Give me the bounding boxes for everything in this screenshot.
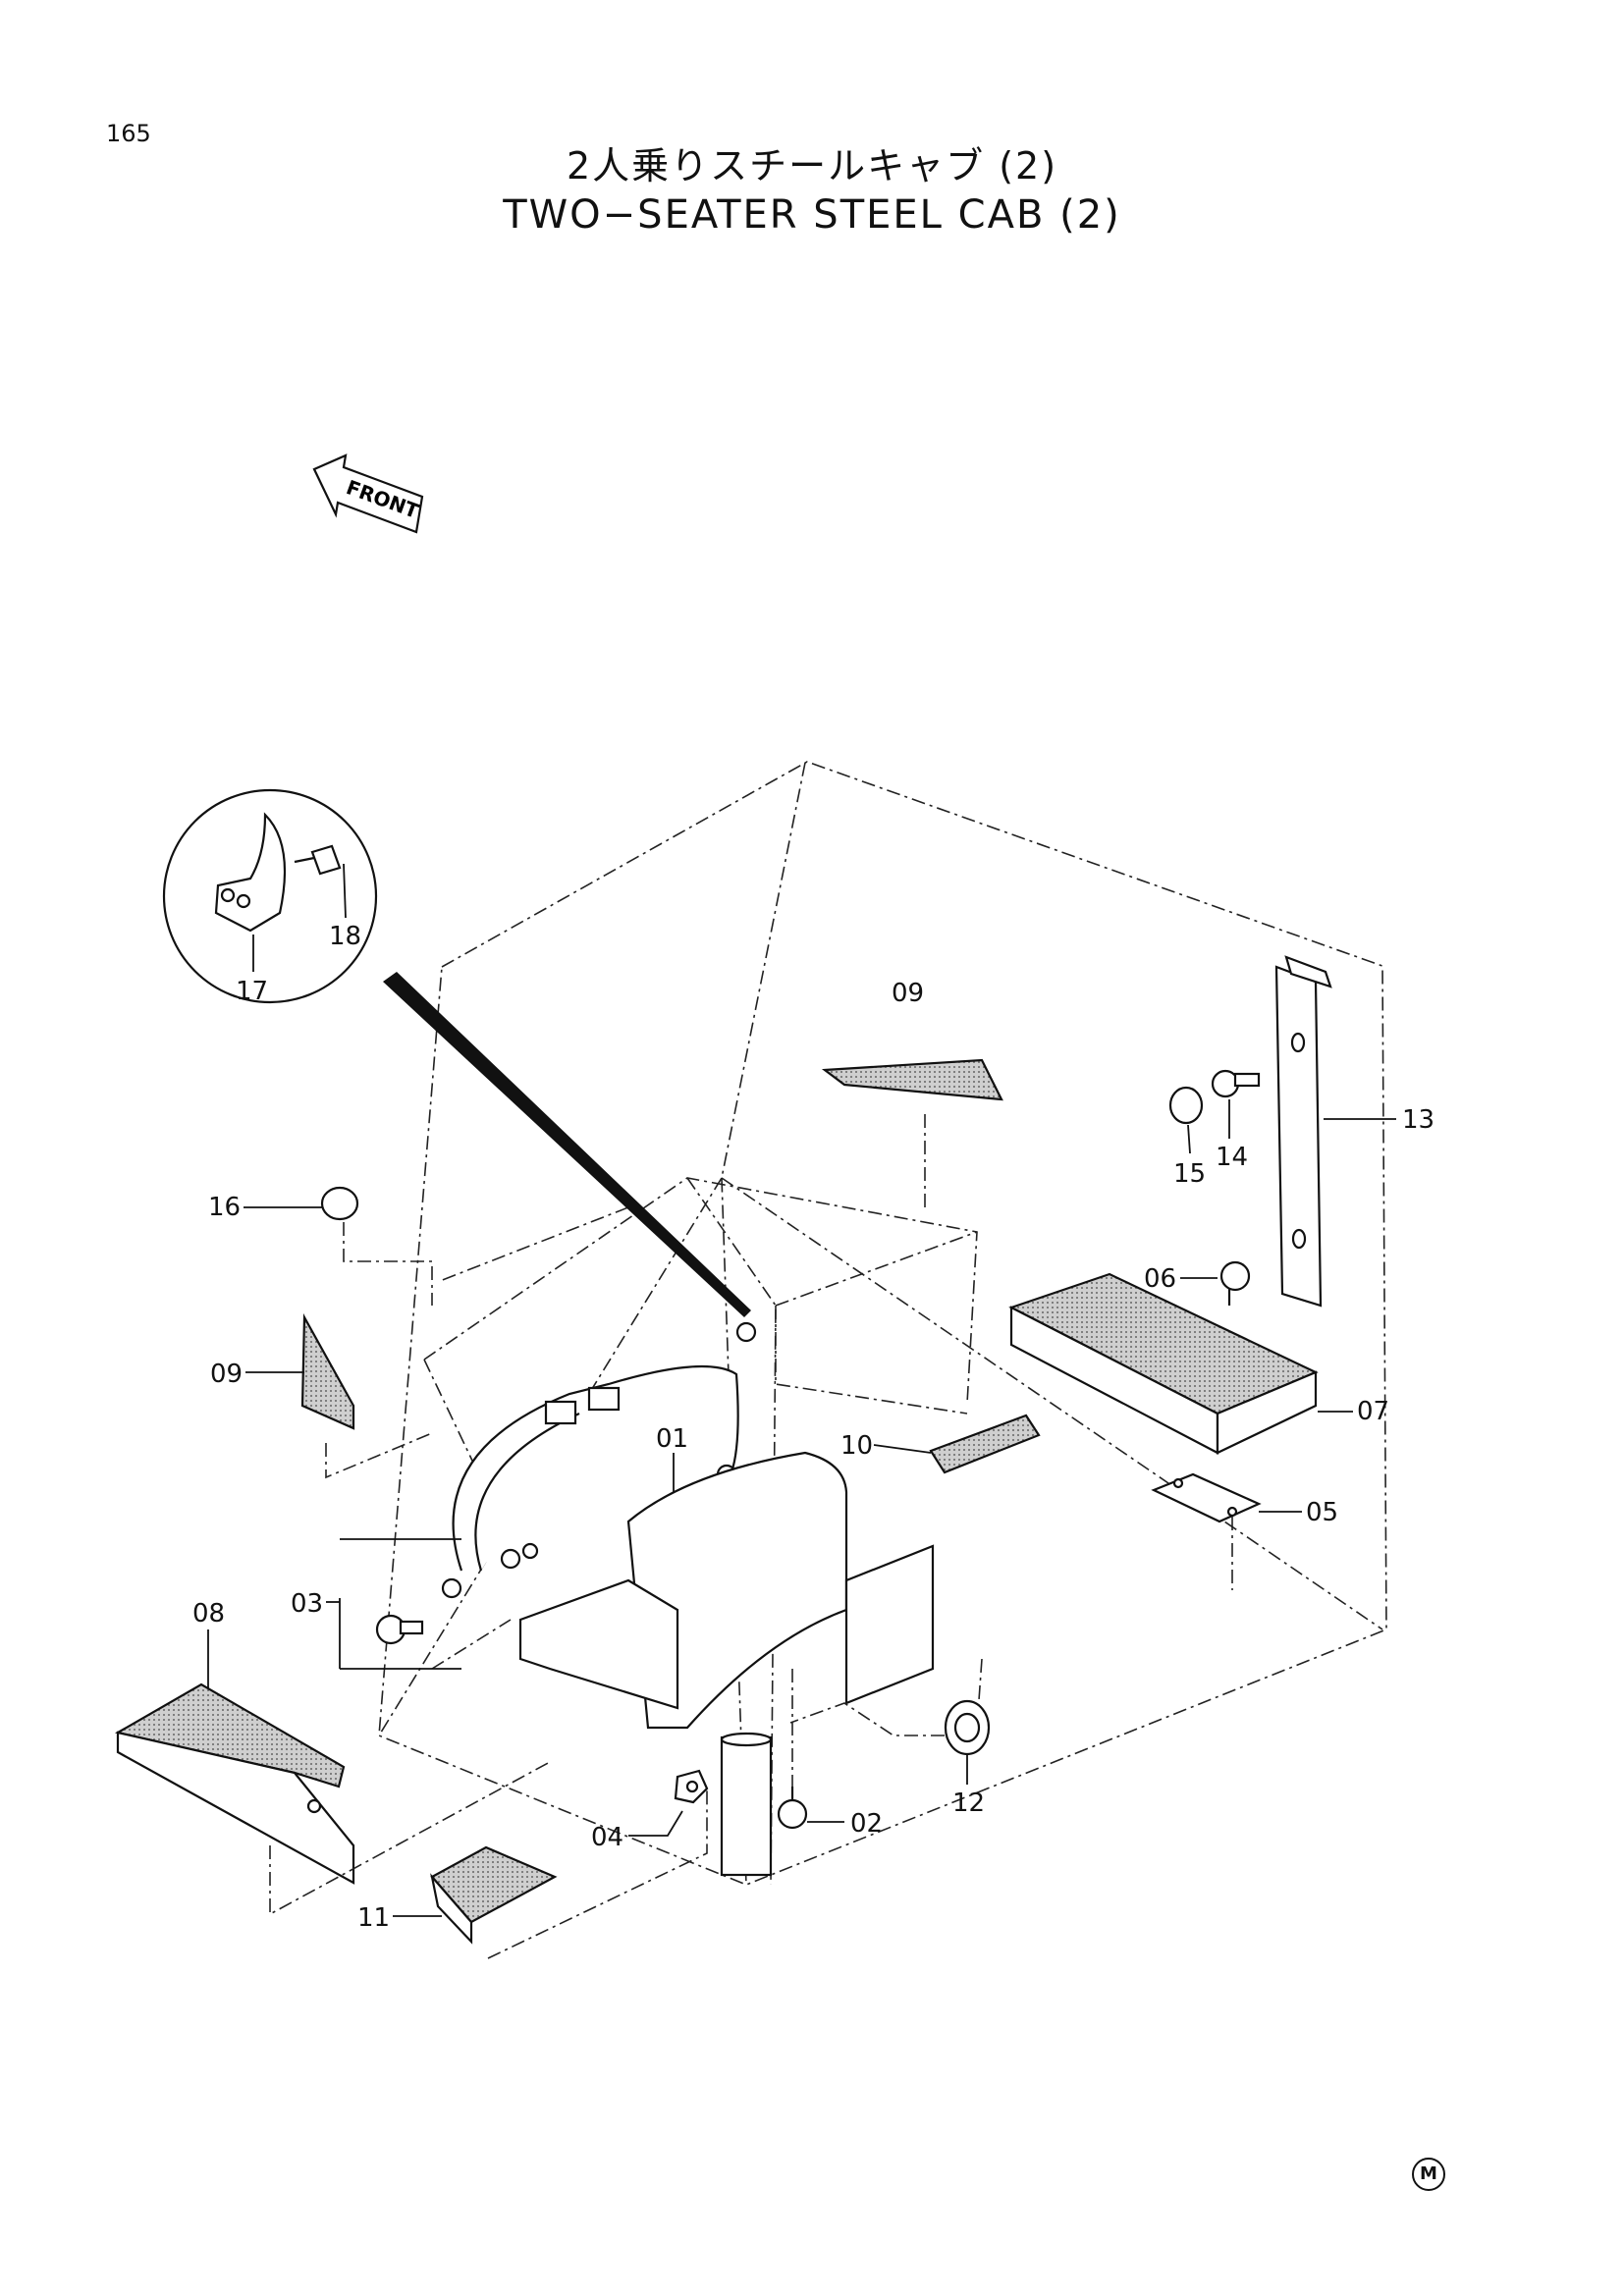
title-english: TWO−SEATER STEEL CAB (2) bbox=[503, 192, 1121, 238]
part-08-step-plate bbox=[115, 1629, 551, 1916]
callout-04: 04 bbox=[591, 1823, 623, 1852]
callout-12: 12 bbox=[952, 1789, 985, 1818]
callout-06: 06 bbox=[1144, 1264, 1176, 1294]
part-01-seat bbox=[518, 1451, 935, 1877]
callout-09-left: 09 bbox=[210, 1360, 243, 1389]
part-03-bolt-set bbox=[326, 1538, 462, 1670]
part-13-rail bbox=[1274, 955, 1396, 1308]
callout-09-upper: 09 bbox=[892, 979, 924, 1008]
m-mark-symbol: M bbox=[1412, 2158, 1445, 2191]
callout-14: 14 bbox=[1216, 1143, 1248, 1172]
page-number: 165 bbox=[106, 120, 151, 147]
detail-bracket-circle bbox=[162, 788, 751, 1317]
cab-outline bbox=[378, 761, 1387, 1886]
callout-02: 02 bbox=[850, 1809, 883, 1839]
part-12-grommet bbox=[789, 1699, 991, 1785]
part-04-nut bbox=[628, 1769, 709, 1837]
part-11-wedge bbox=[393, 1787, 708, 1959]
callout-03: 03 bbox=[291, 1589, 323, 1619]
part-14-screw bbox=[1211, 1069, 1261, 1139]
seat-belt bbox=[452, 1321, 757, 1572]
callout-11: 11 bbox=[357, 1903, 390, 1933]
part-10-pad bbox=[873, 1414, 1041, 1474]
part-09-left-wedge bbox=[245, 1312, 433, 1479]
part-05-plate bbox=[1151, 1472, 1302, 1590]
callout-13: 13 bbox=[1402, 1105, 1435, 1135]
callout-18: 18 bbox=[329, 922, 361, 951]
callout-01: 01 bbox=[656, 1424, 688, 1454]
part-09-upper-wedge bbox=[821, 1058, 1003, 1101]
callout-17: 17 bbox=[236, 977, 268, 1006]
callout-08: 08 bbox=[192, 1599, 225, 1629]
callout-10: 10 bbox=[840, 1431, 873, 1461]
part-16-cap bbox=[244, 1186, 433, 1306]
part-02-bolt bbox=[777, 1669, 844, 1830]
part-06-clip bbox=[1180, 1260, 1251, 1306]
callout-07: 07 bbox=[1357, 1397, 1389, 1426]
callout-05: 05 bbox=[1306, 1498, 1338, 1527]
callout-15: 15 bbox=[1173, 1159, 1206, 1189]
part-07-floor-mat bbox=[1008, 1272, 1353, 1455]
callout-16: 16 bbox=[208, 1193, 241, 1222]
front-arrow-icon: FRONT bbox=[312, 454, 424, 534]
part-15-cap bbox=[1168, 1086, 1204, 1154]
title-japanese: 2人乗りスチールキャブ (2) bbox=[566, 144, 1058, 187]
